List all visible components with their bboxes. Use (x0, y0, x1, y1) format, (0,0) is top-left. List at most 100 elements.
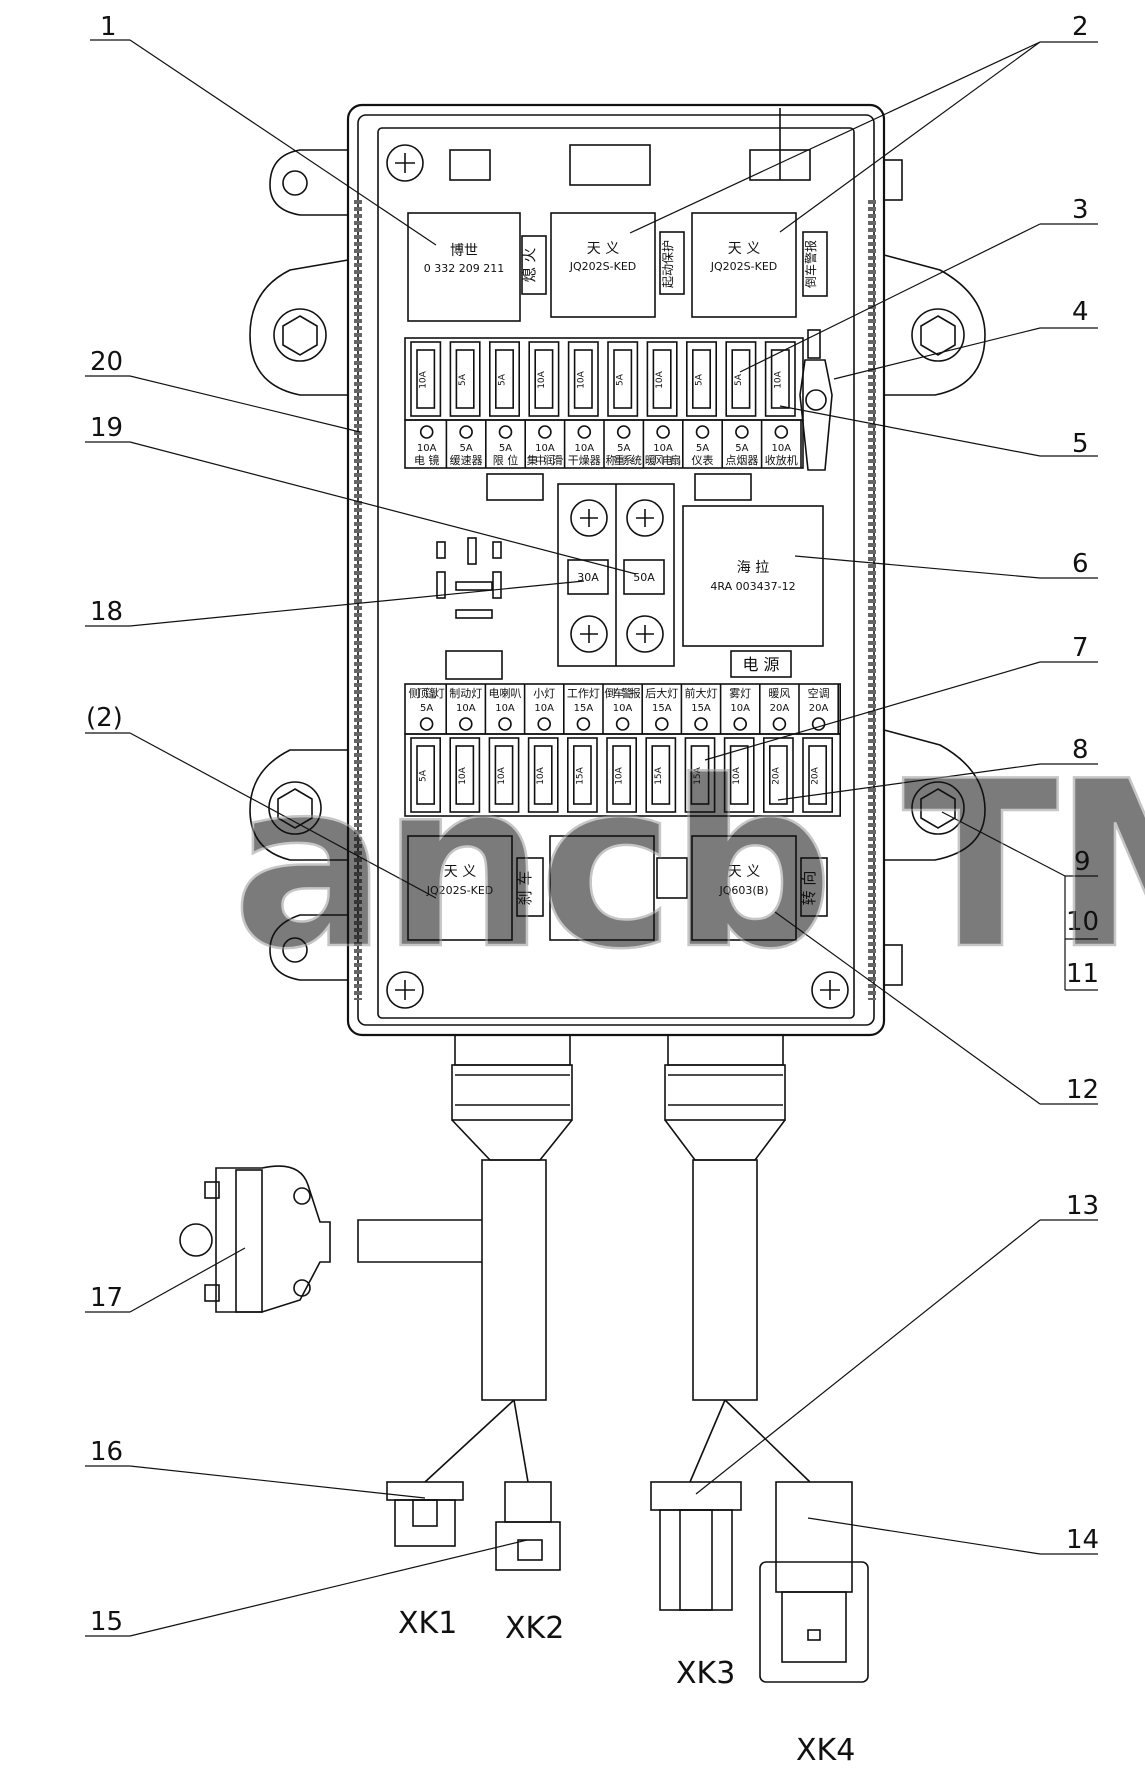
rocker-switch (179, 1165, 331, 1313)
callout-13: 13 (1066, 1191, 1099, 1221)
top-fuse-rating-vertical: 5A (498, 373, 508, 386)
svg-text:转 向: 转 向 (800, 871, 818, 906)
callout-19: 19 (90, 413, 123, 443)
bottom-fuse-rating: 15A (574, 703, 594, 714)
blank-label-3 (445, 650, 503, 680)
bottom-fuse-label: 电喇叭 (489, 686, 522, 700)
harness-left (357, 1159, 547, 1483)
bottom-fuse-rating-vertical: 20A (811, 766, 821, 784)
top-fuse-rating-vertical: 5A (734, 373, 744, 386)
bottom-fuse-row: 侧顶篷灯5A5A制动灯10A10A电喇叭10A10A小灯10A10A工作灯15A… (404, 683, 842, 817)
bottom-fuse-rating: 10A (495, 703, 515, 714)
top-fuse-rating: 5A (735, 443, 748, 454)
relay-hella: 海 拉 4RA 003437-12 (682, 505, 824, 647)
relay-5-brand: 天 义 (444, 864, 476, 880)
bottom-fuse-rating: 10A (456, 703, 476, 714)
top-fuse-rating: 10A (575, 443, 595, 454)
callout-4: 4 (1072, 297, 1089, 327)
callout-8: 8 (1072, 735, 1089, 765)
top-fuse-rating: 10A (535, 443, 555, 454)
bottom-fuse-label: 空调 (808, 686, 830, 700)
relay-tag-3: 倒车警报 (802, 231, 828, 297)
relay-top-3: 天 义 JQ202S-KED (691, 212, 797, 318)
blank-label-2 (694, 473, 752, 501)
corner-screws (386, 144, 849, 1009)
top-fuse-rating: 10A (417, 443, 437, 454)
bottom-fuse-label: 雾灯 (729, 687, 751, 700)
relay-3-code: JQ202S-KED (710, 260, 777, 273)
watermark: ancb TM (231, 732, 1145, 1002)
bottom-fuse[interactable]: 空调 20A 20A (802, 684, 840, 813)
connector-xk3 (650, 1481, 742, 1611)
callout-2: 2 (1072, 12, 1089, 42)
top-fuse-label: 缓速器 (450, 454, 483, 467)
callout-1: 1 (100, 12, 117, 42)
fuse-puller (799, 329, 833, 471)
bottom-fuse-rating-vertical: 10A (458, 766, 468, 784)
relay-5-code: JQ202S-KED (426, 884, 493, 897)
relay-tag-1: 熄 火 (520, 235, 547, 295)
relay-socket-pins (436, 537, 502, 619)
relay-3-brand: 天 义 (728, 241, 760, 257)
bottom-fuse-rating: 20A (809, 703, 829, 714)
cable-gland-right (664, 1035, 786, 1161)
maxi-fuse-right-rating: 50A (633, 571, 655, 584)
callout-2-repeat: (2) (86, 703, 123, 733)
connector-xk1 (386, 1481, 464, 1547)
blank-label-1 (486, 473, 544, 501)
relay-4-code: 4RA 003437-12 (710, 580, 795, 593)
relay-bottom-1: 天 义 JQ202S-KED (407, 835, 513, 941)
harness-right (689, 1159, 811, 1483)
top-fuse-rating: 5A (499, 443, 512, 454)
bottom-fuse-rating: 10A (613, 703, 633, 714)
relay-2-brand: 天 义 (587, 241, 619, 257)
cable-gland-left (451, 1035, 573, 1161)
bottom-fuse-rating-vertical: 5A (419, 769, 429, 782)
top-fuse-rating: 5A (459, 443, 472, 454)
relay-1-brand: 博世 (450, 242, 478, 259)
top-fuse-rating-vertical: 5A (695, 373, 705, 386)
callout-15: 15 (90, 1607, 123, 1637)
maxi-fuse-block: 30A 50A (557, 483, 675, 667)
top-fuse-rating-vertical: 10A (773, 370, 783, 388)
callout-6: 6 (1072, 549, 1089, 579)
connector-xk1-label: XK1 (398, 1606, 457, 1641)
power-tag: 电 源 (730, 650, 792, 678)
bottom-fuse-rating-vertical: 10A (536, 766, 546, 784)
callout-11: 11 (1066, 959, 1099, 989)
bottom-fuse-rating-vertical: 15A (575, 766, 585, 784)
callouts: 1 2 3 4 5 6 7 8 9 10 11 12 13 (85, 12, 1099, 1637)
top-fuse-rating-vertical: 10A (655, 370, 665, 388)
bottom-fuse-rating-vertical: 20A (771, 766, 781, 784)
callout-7: 7 (1072, 633, 1089, 663)
svg-text:起动保护: 起动保护 (661, 240, 675, 288)
top-fuse-label: 点烟器 (725, 453, 758, 467)
top-fuse-rating-vertical: 10A (537, 370, 547, 388)
ear-bolts (268, 308, 965, 835)
callout-20: 20 (90, 347, 123, 377)
top-fuse-rating-vertical: 5A (458, 373, 468, 386)
bottom-fuse-rating: 20A (770, 703, 790, 714)
bottom-fuse-rating: 15A (691, 703, 711, 714)
relay-6-brand: 天 义 (728, 864, 760, 880)
svg-text:电 源: 电 源 (742, 655, 779, 674)
